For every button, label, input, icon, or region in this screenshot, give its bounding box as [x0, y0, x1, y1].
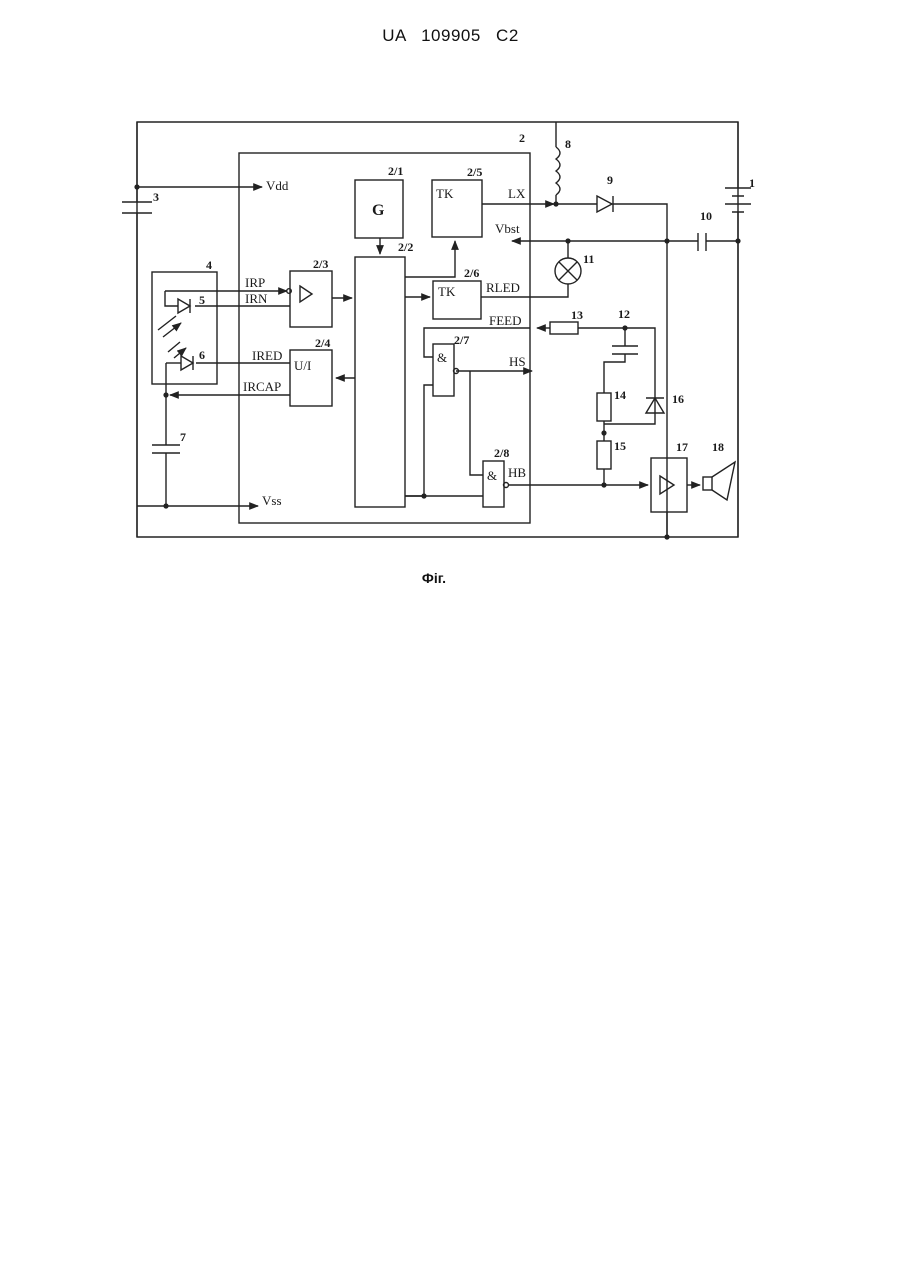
outer-frame [137, 122, 738, 537]
label-ired: IRED [252, 348, 282, 363]
block-tk-mid-text: TK [438, 284, 456, 299]
ref-13: 13 [571, 308, 583, 322]
block-and-top-text: & [437, 350, 447, 365]
label-vdd: Vdd [266, 178, 289, 193]
comparator-block [290, 271, 332, 327]
ref-2: 2 [519, 131, 525, 145]
block-tk-top-text: TK [436, 186, 454, 201]
ref-14: 14 [614, 388, 626, 402]
ref-10: 10 [700, 209, 712, 223]
ref-17: 17 [676, 440, 688, 454]
ref-9: 9 [607, 173, 613, 187]
label-vbst: Vbst [495, 221, 520, 236]
ref-18: 18 [712, 440, 724, 454]
ref-11: 11 [583, 252, 594, 266]
label-hs: HS [509, 354, 526, 369]
label-ircap: IRCAP [243, 379, 281, 394]
ref-6: 6 [199, 348, 205, 362]
label-rled: RLED [486, 280, 520, 295]
block-and-bottom-text: & [487, 468, 497, 483]
ref-5: 5 [199, 293, 205, 307]
ref-2-4: 2/4 [315, 336, 330, 350]
figure-caption: Фіг. [0, 570, 868, 586]
block-g-text: G [372, 202, 385, 219]
ref-2-3: 2/3 [313, 257, 328, 271]
label-irn: IRN [245, 291, 268, 306]
speaker-icon [712, 462, 735, 500]
label-irp: IRP [245, 275, 265, 290]
ref-3: 3 [153, 190, 159, 204]
ref-12: 12 [618, 307, 630, 321]
ref-7: 7 [180, 430, 186, 444]
ref-2-7: 2/7 [454, 333, 469, 347]
ref-2-2: 2/2 [398, 240, 413, 254]
ref-8: 8 [565, 137, 571, 151]
circuit-diagram: Vdd Vss Vbst LX IRP IRN IRED IRCAP RLED … [0, 0, 901, 620]
ref-2-8: 2/8 [494, 446, 509, 460]
controller-block [355, 257, 405, 507]
block-ui-text: U/I [294, 358, 311, 373]
ref-1: 1 [749, 176, 755, 190]
ref-15: 15 [614, 439, 626, 453]
label-feed: FEED [489, 313, 522, 328]
ref-2-5: 2/5 [467, 165, 482, 179]
label-lx: LX [508, 186, 526, 201]
ref-2-1: 2/1 [388, 164, 403, 178]
ref-2-6: 2/6 [464, 266, 479, 280]
label-hb: HB [508, 465, 526, 480]
label-vss: Vss [262, 493, 282, 508]
ref-4: 4 [206, 258, 212, 272]
amplifier-block [651, 458, 687, 512]
ref-16: 16 [672, 392, 684, 406]
